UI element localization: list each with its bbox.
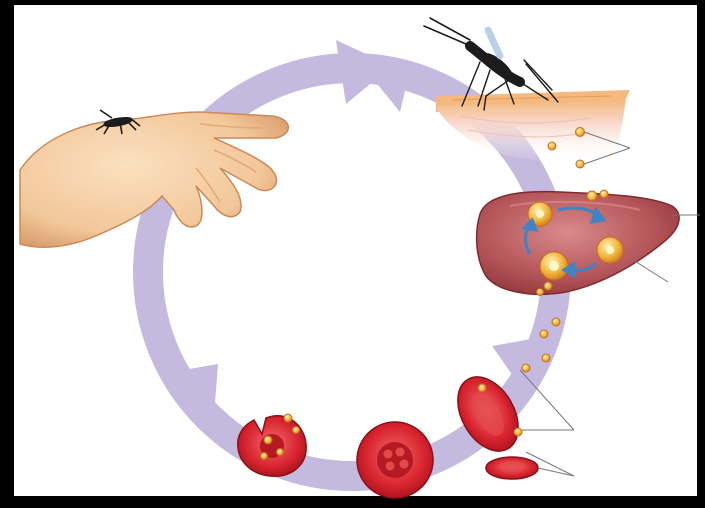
rbc-flat [486,457,538,479]
rbc-schizont [357,422,433,498]
liver-icon [477,192,700,295]
arrowhead-top-icon [336,40,392,104]
arrowhead-top-right-icon [370,70,410,112]
skin-tissue [436,90,630,163]
rbc-rupturing [238,414,306,476]
